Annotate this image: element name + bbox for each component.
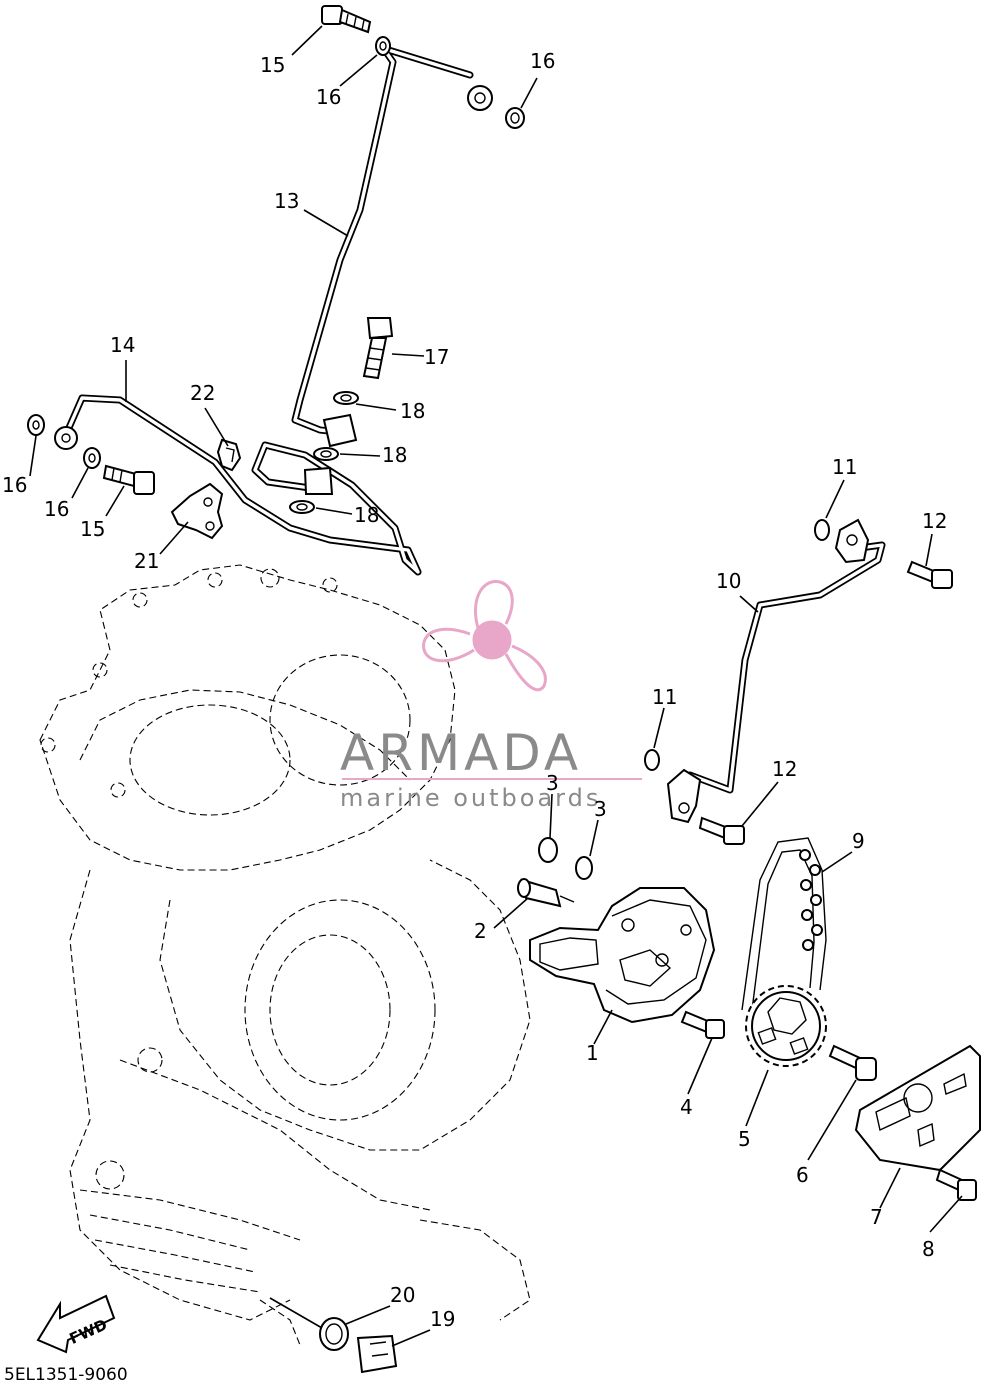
union-bolt-15-left <box>102 464 155 495</box>
callout-9: 9 <box>852 829 865 853</box>
bolt-12-top <box>906 560 953 589</box>
brand-name: ARMADA <box>340 724 582 782</box>
o-ring-11-top <box>814 519 830 541</box>
callout-7: 7 <box>870 1205 883 1229</box>
washer-16-top-a <box>375 36 391 56</box>
callout-11-bottom: 11 <box>652 685 677 709</box>
pipe-flange-bottom <box>666 768 702 824</box>
pipe-flange-top <box>834 518 870 564</box>
callout-16-top-a: 16 <box>316 85 341 109</box>
callout-2: 2 <box>474 919 487 943</box>
callout-17: 17 <box>424 345 449 369</box>
callout-18-b: 18 <box>382 443 407 467</box>
callout-18-a: 18 <box>400 399 425 423</box>
callout-19: 19 <box>430 1307 455 1331</box>
callout-12-bottom: 12 <box>772 757 797 781</box>
callout-15-left: 15 <box>80 517 105 541</box>
gasket-20 <box>319 1317 349 1351</box>
callout-13: 13 <box>274 189 299 213</box>
oil-pipe-14 <box>64 394 422 576</box>
oil-pipe-10 <box>686 541 886 794</box>
watermark: ARMADA marine outboards <box>340 580 642 812</box>
leader-lines <box>29 25 963 1347</box>
oil-pump-1 <box>529 887 716 1024</box>
propeller-logo-icon <box>422 580 547 692</box>
callout-16-top-b: 16 <box>530 49 555 73</box>
banjo-fitting-center-lower <box>303 466 334 495</box>
diagram-code: 5EL1351-9060 <box>4 1365 128 1385</box>
banjo-fitting-left <box>54 426 78 450</box>
callout-12-top: 12 <box>922 509 947 533</box>
washer-18-c <box>289 500 315 514</box>
sprocket-5 <box>745 985 827 1067</box>
engine-block-outline <box>39 564 531 1346</box>
callout-22: 22 <box>190 381 215 405</box>
brand-tagline: marine outboards <box>340 784 601 812</box>
o-ring-3-a <box>538 837 558 863</box>
callout-8: 8 <box>922 1237 935 1261</box>
callout-3-b: 3 <box>594 797 607 821</box>
drive-chain-9 <box>741 837 827 1011</box>
bolt-12-bottom <box>698 816 745 845</box>
callout-10: 10 <box>716 569 741 593</box>
washer-16-left-a <box>27 414 45 436</box>
washer-16-top-b <box>505 107 525 129</box>
dowel-pin-2 <box>517 878 575 908</box>
callout-16-left-a: 16 <box>2 473 27 497</box>
washer-18-a <box>333 391 359 405</box>
callout-numbers: 15 16 16 13 14 22 17 18 18 18 16 16 15 2… <box>2 49 947 1331</box>
oil-pipe-13 <box>291 44 474 436</box>
callout-1: 1 <box>586 1041 599 1065</box>
callout-11-top: 11 <box>832 455 857 479</box>
callout-15-top: 15 <box>260 53 285 77</box>
callout-5: 5 <box>738 1127 751 1151</box>
callout-3-a: 3 <box>546 771 559 795</box>
callout-20: 20 <box>390 1283 415 1307</box>
bolt-4 <box>680 1010 725 1039</box>
bracket-21 <box>170 482 224 540</box>
chain-cover-7 <box>854 1044 981 1172</box>
o-ring-11-bottom <box>644 749 660 771</box>
callout-14: 14 <box>110 333 135 357</box>
banjo-fitting-top-right <box>467 85 493 111</box>
pipe-clamp-22 <box>216 438 242 472</box>
callout-4: 4 <box>680 1095 693 1119</box>
forward-direction-arrow: FWD <box>36 1294 116 1354</box>
banjo-fitting-center-upper <box>322 413 358 448</box>
o-ring-3-b <box>575 856 593 880</box>
union-bolt-15-top <box>321 5 372 34</box>
union-bolt-17 <box>362 317 394 380</box>
washer-16-left-b <box>83 447 101 469</box>
callout-21: 21 <box>134 549 159 573</box>
bolt-8 <box>935 1168 977 1201</box>
callout-6: 6 <box>796 1163 809 1187</box>
drain-plug-19 <box>356 1334 398 1374</box>
bolt-6 <box>828 1044 877 1081</box>
callout-16-left-b: 16 <box>44 497 69 521</box>
callout-18-c: 18 <box>354 503 379 527</box>
washer-18-b <box>313 447 339 461</box>
